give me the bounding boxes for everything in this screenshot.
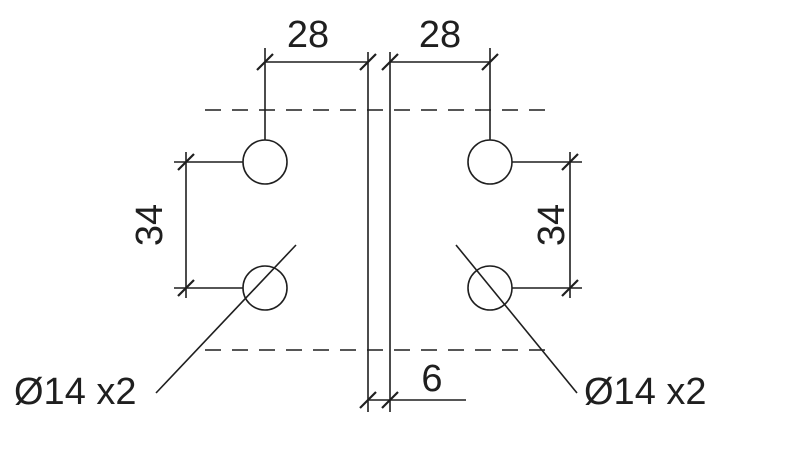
hole-bottom-right (467, 265, 513, 311)
dim-tick (561, 279, 579, 297)
hole-top-right (467, 139, 513, 185)
dim-tick (256, 53, 274, 71)
dim-value-right-vertical: 34 (531, 204, 573, 246)
leader-line-right (455, 244, 578, 394)
hole-top-left (242, 139, 288, 185)
dim-value-top-left: 28 (287, 14, 329, 56)
hole-callout-left: Ø14 x2 (14, 371, 137, 413)
dim-tick (381, 391, 399, 409)
dim-value-thickness: 6 (421, 358, 442, 400)
dim-tick (177, 153, 195, 171)
hole-callout-right: Ø14 x2 (584, 371, 707, 413)
dim-tick (359, 53, 377, 71)
dim-value-top-right: 28 (419, 14, 461, 56)
dim-tick (481, 53, 499, 71)
hole-bottom-left (242, 265, 288, 311)
dim-tick (561, 153, 579, 171)
leader-line-left (155, 244, 297, 394)
dim-tick (359, 391, 377, 409)
dim-tick (381, 53, 399, 71)
dim-value-left-vertical: 34 (129, 204, 171, 246)
dim-tick (177, 279, 195, 297)
